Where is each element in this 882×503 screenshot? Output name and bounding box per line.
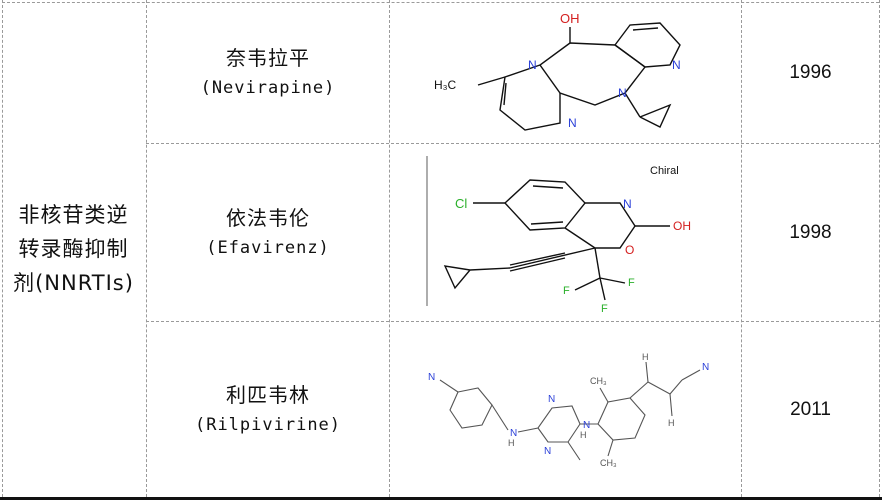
drug-name-chinese: 依法韦伦 xyxy=(226,205,310,230)
column-divider xyxy=(879,0,880,497)
table-bottom-rule xyxy=(0,497,882,500)
category-line-2: 转录酶抑制 xyxy=(18,236,129,261)
drug-name-cell: 奈韦拉平 (Nevirapine) xyxy=(147,3,389,143)
drug-name-english: (Efavirenz) xyxy=(206,237,330,258)
chlorine-label: Cl xyxy=(455,196,467,211)
row-divider xyxy=(146,143,879,144)
approval-year-cell: 1998 xyxy=(742,144,879,321)
nitrile-nitrogen-label: N xyxy=(428,372,435,383)
hydroxyl-label: OH xyxy=(673,219,691,233)
approval-year: 2011 xyxy=(790,398,831,420)
approval-year: 1996 xyxy=(789,62,832,83)
drug-name-chinese: 利匹韦林 xyxy=(226,382,310,407)
amine-hydrogen-label: H xyxy=(580,430,587,440)
nevirapine-structure: OH N N N N H₃C xyxy=(434,11,681,131)
nitrogen-label: N xyxy=(568,116,577,130)
column-divider xyxy=(389,0,390,497)
pyrimidine-nitrogen-label: N xyxy=(544,446,551,457)
column-divider xyxy=(2,0,3,497)
drug-name-cell: 依法韦伦 (Efavirenz) xyxy=(147,144,389,321)
category-line-3: 剂(NNRTIs) xyxy=(13,270,134,295)
column-divider xyxy=(146,0,147,497)
methyl-label: H₃C xyxy=(434,78,457,92)
fluorine-label: F xyxy=(563,285,570,297)
category-cell: 非核苷类逆 转录酶抑制 剂(NNRTIs) xyxy=(2,0,145,497)
nitrile-nitrogen-label: N xyxy=(702,362,709,373)
vinyl-hydrogen-label: H xyxy=(642,352,649,362)
drug-name-cell: 利匹韦林 (Rilpivirine) xyxy=(147,322,389,497)
methyl-label: CH₃ xyxy=(590,376,607,386)
pyrimidine-nitrogen-label: N xyxy=(548,394,555,405)
approval-year-cell: 2011 xyxy=(742,322,879,497)
amine-nitrogen-label: N xyxy=(510,428,517,439)
nitrogen-label: N xyxy=(528,58,537,72)
vinyl-hydrogen-label: H xyxy=(668,418,675,428)
column-divider xyxy=(741,0,742,497)
amine-hydrogen-label: H xyxy=(508,438,515,448)
approval-year: 1998 xyxy=(789,221,832,243)
nitrogen-label: N xyxy=(623,197,632,211)
fluorine-label: F xyxy=(601,303,608,315)
oxygen-label: O xyxy=(625,243,634,257)
fluorine-label: F xyxy=(628,277,635,289)
efavirenz-structure: Chiral Cl N O OH F F F xyxy=(426,156,691,315)
drug-name-english: (Nevirapine) xyxy=(200,78,336,98)
nitrogen-label: N xyxy=(618,86,627,100)
drug-name-english: (Rilpivirine) xyxy=(194,414,342,435)
chiral-label: Chiral xyxy=(650,165,679,177)
amine-nitrogen-label: N xyxy=(583,420,590,431)
rilpivirine-structure: N H N N N H N CH₃ CH₃ H H N xyxy=(428,352,709,468)
nitrogen-label: N xyxy=(672,58,681,72)
row-divider xyxy=(146,321,879,322)
category-line-1: 非核苷类逆 xyxy=(18,202,129,227)
row-divider xyxy=(2,2,879,3)
approval-year-cell: 1996 xyxy=(742,3,879,143)
methyl-label: CH₃ xyxy=(600,458,617,468)
drug-name-chinese: 奈韦拉平 xyxy=(226,46,310,70)
hydroxyl-label: OH xyxy=(560,11,580,26)
